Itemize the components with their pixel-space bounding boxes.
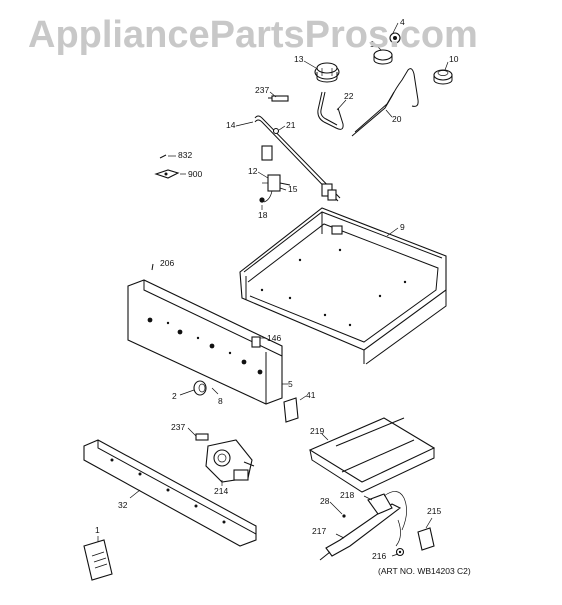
art-number: (ART NO. WB14203 C2) bbox=[378, 566, 471, 576]
callout-15: 15 bbox=[288, 184, 298, 194]
callout-2: 2 bbox=[172, 391, 177, 401]
burner-box-9[interactable] bbox=[239, 207, 447, 365]
manual-1[interactable] bbox=[83, 539, 113, 581]
clip-146[interactable] bbox=[251, 336, 261, 348]
igniter-215[interactable] bbox=[417, 527, 435, 551]
burner-head-10[interactable] bbox=[433, 69, 453, 85]
gas-tube-22[interactable] bbox=[317, 91, 344, 130]
callout-146: 146 bbox=[267, 333, 281, 343]
callout-32: 32 bbox=[118, 500, 128, 510]
callout-216: 216 bbox=[372, 551, 386, 561]
callout-219: 219 bbox=[310, 426, 324, 436]
screw-206[interactable] bbox=[151, 263, 154, 271]
callout-14: 14 bbox=[226, 120, 236, 130]
callout-labels: 4 1 13 10 237 22 14 21 20 832 900 12 15 … bbox=[95, 17, 459, 561]
callout-1-top: 1 bbox=[370, 39, 375, 49]
gas-tube-20[interactable] bbox=[351, 68, 419, 137]
regulator-214[interactable] bbox=[205, 439, 255, 483]
callout-10: 10 bbox=[449, 54, 459, 64]
callout-13: 13 bbox=[294, 54, 304, 64]
heat-shield-219[interactable] bbox=[308, 417, 436, 493]
burner-head-13[interactable] bbox=[314, 62, 340, 83]
callout-9: 9 bbox=[400, 222, 405, 232]
burner-head-1[interactable] bbox=[373, 32, 401, 65]
screw-832[interactable] bbox=[159, 154, 167, 159]
valve-15[interactable] bbox=[262, 174, 291, 203]
orifice-237-bottom[interactable] bbox=[195, 433, 209, 441]
bracket-41[interactable] bbox=[283, 397, 299, 423]
manifold-rod-14[interactable] bbox=[254, 115, 341, 202]
leader-lines bbox=[97, 22, 449, 557]
callout-214: 214 bbox=[214, 486, 228, 496]
knob-2[interactable] bbox=[193, 380, 207, 396]
orifice-237-top[interactable] bbox=[268, 95, 289, 102]
screw-21[interactable] bbox=[272, 127, 280, 135]
callout-22: 22 bbox=[344, 91, 354, 101]
callout-41: 41 bbox=[306, 390, 316, 400]
igniter-218[interactable] bbox=[367, 491, 407, 531]
bracket-900[interactable] bbox=[154, 169, 180, 179]
screw-18[interactable] bbox=[259, 197, 265, 203]
callout-237-bottom: 237 bbox=[171, 422, 185, 432]
callout-28: 28 bbox=[320, 496, 330, 506]
callout-12: 12 bbox=[248, 166, 258, 176]
screw-28[interactable] bbox=[342, 514, 346, 518]
callout-832: 832 bbox=[178, 150, 192, 160]
callout-900: 900 bbox=[188, 169, 202, 179]
callout-8: 8 bbox=[218, 396, 223, 406]
callout-218: 218 bbox=[340, 490, 354, 500]
igniter-wire bbox=[395, 519, 401, 547]
callout-5: 5 bbox=[288, 379, 293, 389]
rail-32[interactable] bbox=[83, 439, 257, 547]
manifold-panel-5[interactable] bbox=[127, 279, 283, 405]
callout-1-manual: 1 bbox=[95, 525, 100, 535]
igniter-bracket-217[interactable] bbox=[319, 503, 402, 561]
callout-18: 18 bbox=[258, 210, 268, 220]
watermark-logo: AppliancePartsPros.com bbox=[28, 14, 478, 56]
nut-216[interactable] bbox=[395, 547, 405, 557]
callout-237-top: 237 bbox=[255, 85, 269, 95]
callout-20: 20 bbox=[392, 114, 402, 124]
callout-215: 215 bbox=[427, 506, 441, 516]
callout-21: 21 bbox=[286, 120, 296, 130]
callout-206: 206 bbox=[160, 258, 174, 268]
callout-217: 217 bbox=[312, 526, 326, 536]
callout-4: 4 bbox=[400, 17, 405, 27]
